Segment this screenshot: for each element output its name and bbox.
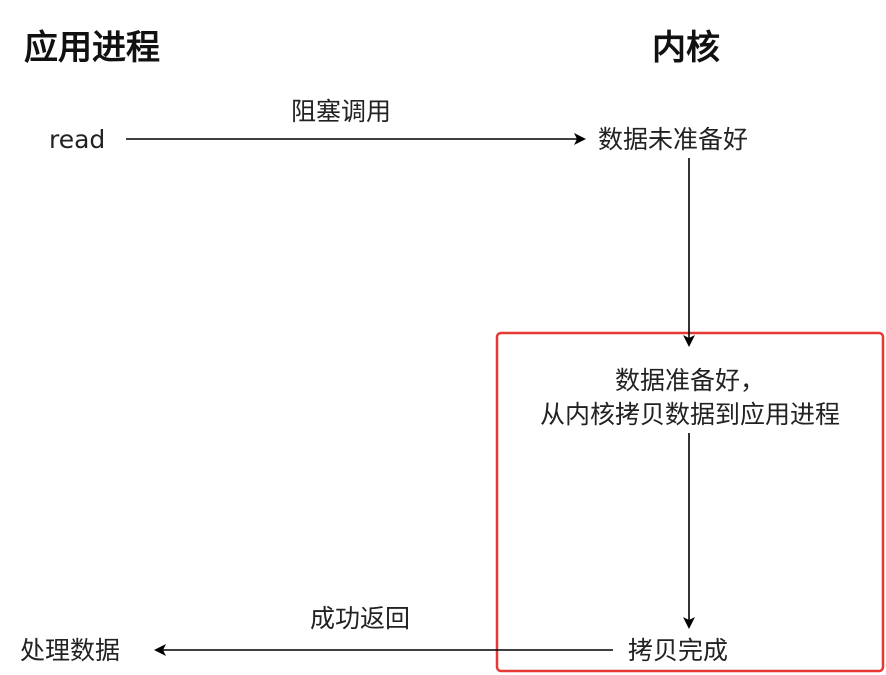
label-blocking-call: 阻塞调用 [290,97,392,126]
label-success-return: 成功返回 [309,604,411,633]
label-data-ready-line1: 数据准备好， [614,366,765,395]
label-data-ready-line2: 从内核拷贝数据到应用进程 [539,400,840,429]
heading-application-process: 应用进程 [24,28,160,68]
label-data-not-ready: 数据未准备好 [598,125,749,154]
label-process-data: 处理数据 [20,636,121,665]
label-read: read [49,125,106,154]
label-data-ready-block: 数据准备好， 从内核拷贝数据到应用进程 [500,364,880,432]
highlight-box [495,331,885,673]
label-copy-done: 拷贝完成 [628,636,729,665]
heading-kernel: 内核 [652,28,720,68]
